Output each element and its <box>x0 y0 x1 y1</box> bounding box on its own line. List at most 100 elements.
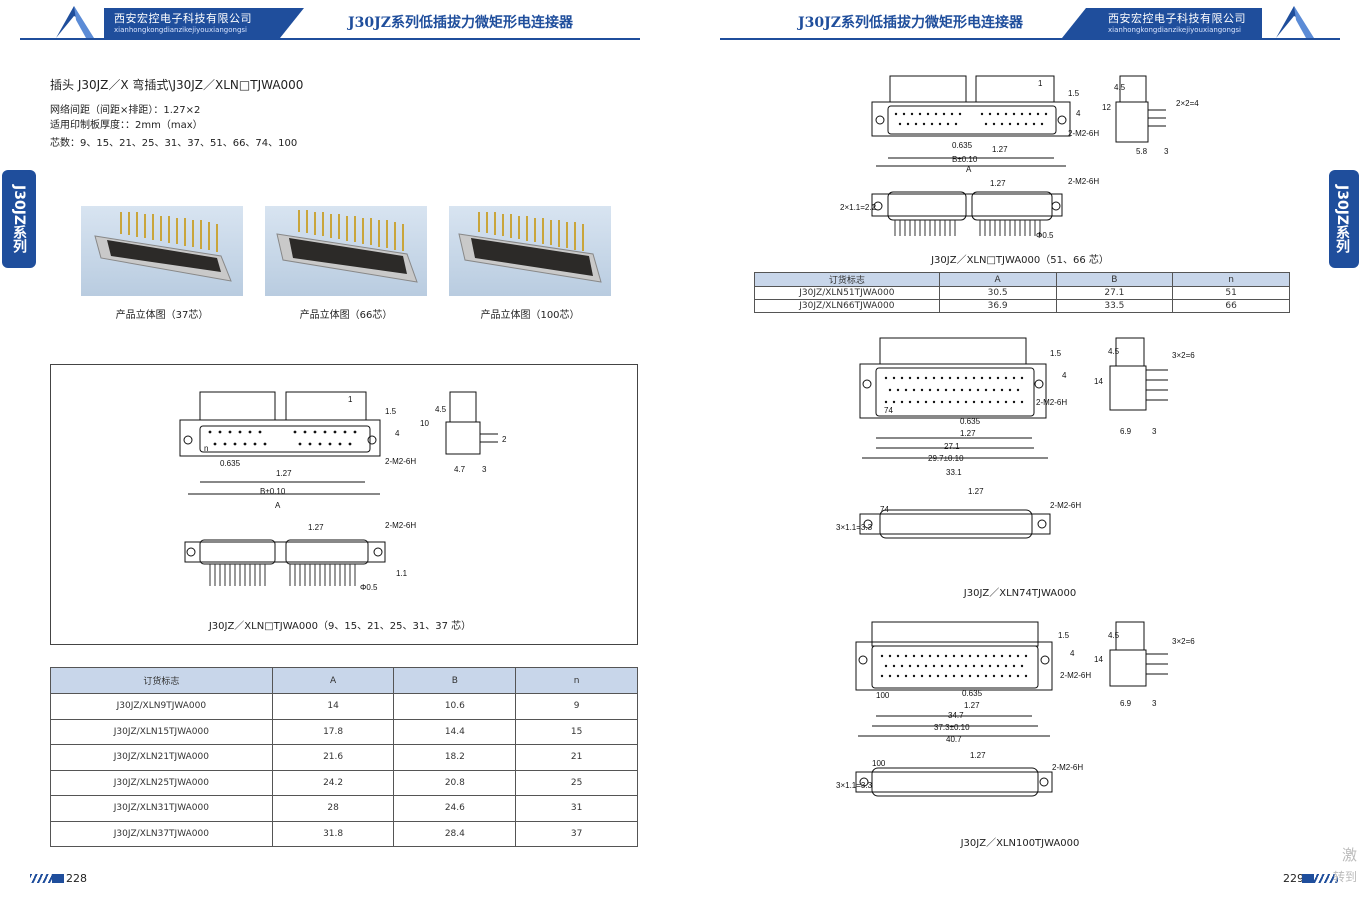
company-logo-right <box>1276 6 1314 38</box>
r3-label-407: 40.7 <box>946 735 962 744</box>
r2-label-33: 3×1.1=3.3 <box>836 523 873 532</box>
drawing-frame-left <box>50 364 638 645</box>
product-photo-66 <box>265 206 427 296</box>
label-3: 3 <box>482 465 487 474</box>
company-name-cn-right: 西安宏控电子科技有限公司 <box>1108 12 1246 25</box>
cell-a: 36.9 <box>938 299 1057 313</box>
label-pin-n: n <box>204 444 208 453</box>
drawing-caption-74: J30JZ／XLN74TJWA000 <box>963 588 1077 599</box>
r2-label-297: 29.7±0.10 <box>928 454 964 463</box>
label-4: 4 <box>395 429 400 438</box>
cell-b: 18.2 <box>393 744 517 771</box>
label-0635: 0.635 <box>220 459 241 468</box>
product-heading: 插头 J30JZ／X 弯插式\J30JZ／XLN□TJWA000 <box>50 78 304 92</box>
col-header-n: n <box>1172 272 1290 287</box>
label-45: 4.5 <box>435 405 447 414</box>
spec-line-thickness: 适用印制板厚度：：2mm（max） <box>50 120 203 131</box>
cell-a: 17.8 <box>271 718 395 745</box>
r2-label-45: 4.5 <box>1108 347 1120 356</box>
r1-label-m2-top: 2-M2-6H <box>1068 129 1099 138</box>
cell-n: 51 <box>1172 286 1290 300</box>
cell-b: 24.6 <box>393 795 517 822</box>
cell-b: 33.5 <box>1055 299 1174 313</box>
r3-label-m2-bottom: 2-M2-6H <box>1052 763 1083 772</box>
company-name-box-left: 西安宏控电子科技有限公司 xianhongkongdianzikejiyouxi… <box>104 8 304 38</box>
cell-code: J30JZ/XLN21TJWA000 <box>50 744 273 771</box>
cell-n: 9 <box>515 693 638 720</box>
r3-label-100: 100 <box>876 691 890 700</box>
technical-drawing-right-51-66: 1 1.5 4 2-M2-6H 0.635 1.27 B±0.10 A 4.5 … <box>840 75 1199 240</box>
col-header-b: B <box>393 667 517 694</box>
col-header-a: A <box>271 667 395 694</box>
cell-code: J30JZ/XLN51TJWA000 <box>754 286 940 300</box>
r2-label-3: 3 <box>1152 427 1157 436</box>
cell-b: 14.4 <box>393 718 517 745</box>
label-47: 4.7 <box>454 465 466 474</box>
label-10: 10 <box>420 419 429 428</box>
col-header-order-code: 订货标志 <box>754 272 940 287</box>
drawing-caption-51-66: J30JZ／XLN□TJWA000（51、66 芯） <box>931 255 1109 266</box>
photo-caption-66: 产品立体图（66芯） <box>299 310 393 321</box>
r3-label-33: 3×1.1=3.3 <box>836 781 873 790</box>
page-number-left: 228 <box>66 872 87 885</box>
col-header-n: n <box>515 667 638 694</box>
r1-label-127b: 1.27 <box>990 179 1006 188</box>
r2-label-14: 14 <box>1094 377 1103 386</box>
r2-label-0635: 0.635 <box>960 417 981 426</box>
company-name-box-right: 西安宏控电子科技有限公司 xianhongkongdianzikejiyouxi… <box>1062 8 1262 38</box>
r2-label-127b: 1.27 <box>968 487 984 496</box>
cell-n: 21 <box>515 744 638 771</box>
col-header-order-code: 订货标志 <box>50 667 273 694</box>
company-name-pinyin-right: xianhongkongdianzikejiyouxiangongsi <box>1108 26 1241 34</box>
r3-label-373: 37.3±0.10 <box>934 723 970 732</box>
r2-label-271: 27.1 <box>944 442 960 451</box>
label-phi: Φ0.5 <box>360 583 378 592</box>
r2-label-331: 33.1 <box>946 468 962 477</box>
technical-drawing-left: 1 n 0.635 1.27 B±0.10 A 2-M2-6H 1.5 4 4.… <box>179 391 507 592</box>
r3-label-14: 14 <box>1094 655 1103 664</box>
cell-b: 28.4 <box>393 820 517 847</box>
r2-label-4: 4 <box>1062 371 1067 380</box>
table-header-row: 订货标志 A B n <box>50 667 638 694</box>
cell-a: 30.5 <box>938 286 1057 300</box>
r1-label-45: 4.5 <box>1114 83 1126 92</box>
spec-line-pitch: 网络间距（间距×排距）：1.27×2 <box>50 105 201 116</box>
watermark-line1: 激 <box>1341 846 1357 864</box>
cell-n: 66 <box>1172 299 1290 313</box>
r1-label-phi: Φ0.5 <box>1036 231 1054 240</box>
cell-code: J30JZ/XLN66TJWA000 <box>754 299 940 313</box>
r2-label-69: 6.9 <box>1120 427 1132 436</box>
r1-label-m2-bottom: 2-M2-6H <box>1068 177 1099 186</box>
spec-line-pins: 芯数：9、15、21、25、31、37、51、66、74、100 <box>50 138 298 149</box>
footer-stripes-left <box>30 874 62 883</box>
r3-label-3x2: 3×2=6 <box>1172 637 1195 646</box>
company-name-cn: 西安宏控电子科技有限公司 <box>114 12 252 25</box>
cell-n: 37 <box>515 820 638 847</box>
r3-label-100b: 100 <box>872 759 886 768</box>
header-rule-left <box>20 38 640 40</box>
r1-label-b: B±0.10 <box>952 155 978 164</box>
cell-n: 25 <box>515 769 638 796</box>
cell-a: 31.8 <box>271 820 395 847</box>
r1-label-a: A <box>966 165 972 174</box>
cell-code: J30JZ/XLN15TJWA000 <box>50 718 273 745</box>
r3-label-15: 1.5 <box>1058 631 1070 640</box>
cell-code: J30JZ/XLN31TJWA000 <box>50 795 273 822</box>
cell-code: J30JZ/XLN9TJWA000 <box>50 693 273 720</box>
side-tab-left: J30JZ系列 <box>2 170 36 268</box>
cell-b: 20.8 <box>393 769 517 796</box>
r2-label-74b: 74 <box>880 505 889 514</box>
label-m2-top: 2-M2-6H <box>385 457 416 466</box>
drawing-caption-100: J30JZ／XLN100TJWA000 <box>960 838 1080 849</box>
product-photo-100 <box>449 206 611 296</box>
col-header-a: A <box>938 272 1057 287</box>
r1-label-58: 5.8 <box>1136 147 1148 156</box>
watermark-line2: 转到 <box>1332 870 1357 884</box>
